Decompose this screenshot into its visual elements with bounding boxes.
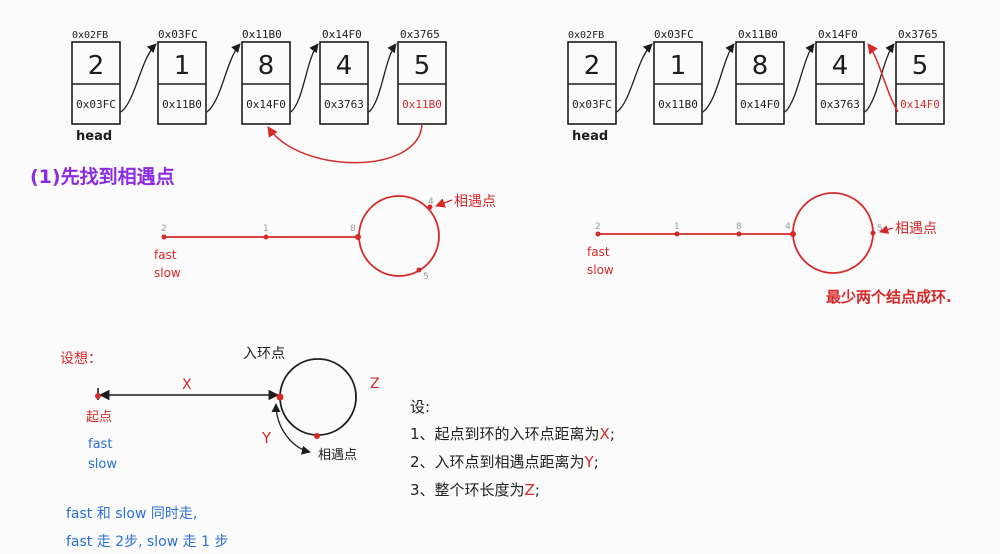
tl-node-value: 4 xyxy=(336,51,353,81)
tl-link-arrow xyxy=(290,43,319,113)
tl-node-next: 0x11B0 xyxy=(402,98,442,111)
tl-meet-label: 相遇点 xyxy=(454,194,496,210)
tr-head-label: head xyxy=(572,129,608,144)
tl-node-1: 0x03FC 1 0x11B0 xyxy=(157,28,207,125)
tl-link-arrow xyxy=(120,43,157,113)
tr-node-value: 1 xyxy=(670,51,687,81)
tr-node-next: 0x11B0 xyxy=(658,98,698,111)
tr-note: 最少两个结点成环. xyxy=(826,288,952,306)
tl-node-3: 0x14F0 4 0x3763 xyxy=(319,28,369,125)
tl-node-next: 0x3763 xyxy=(324,98,364,111)
def-item-3: 3、整个环长度为Z; xyxy=(410,481,540,499)
tl-node-addr: 0x02FB xyxy=(72,30,108,41)
tl-mark-join: 8 xyxy=(350,224,356,234)
tl-path-diagram: 2 1 8 4 5 相遇点 fast slow xyxy=(154,194,496,282)
tr-node-next: 0x3763 xyxy=(820,98,860,111)
bl-note-1: fast 和 slow 同时走, xyxy=(66,506,197,522)
tr-node-next: 0x14F0 xyxy=(740,98,780,111)
tr-mark-meet: 5 xyxy=(877,224,883,234)
tr-node-value: 2 xyxy=(584,51,601,81)
def-item-2: 2、入环点到相遇点距离为Y; xyxy=(410,453,599,471)
tr-fast-label: fast xyxy=(587,245,610,259)
tr-node-next: 0x03FC xyxy=(572,98,612,111)
tr-node-4: 0x3765 5 0x14F0 xyxy=(895,28,945,125)
tr-node-value: 5 xyxy=(912,51,929,81)
tl-mark-bottom: 5 xyxy=(423,272,429,282)
def-title: 设: xyxy=(410,398,430,416)
bl-meet-label: 相遇点 xyxy=(318,448,357,463)
tr-node-addr: 0x03FC xyxy=(654,28,694,41)
tl-cycle-arrow xyxy=(267,123,423,164)
top-right-list: 0x02FB 2 0x03FC 0x03FC 1 0x11B0 0x11B0 8… xyxy=(567,28,945,144)
tr-mark-1: 1 xyxy=(674,222,680,232)
bl-note-2: fast 走 2步, slow 走 1 步 xyxy=(66,534,228,550)
definitions: 设: 1、起点到环的入环点距离为X; 2、入环点到相遇点距离为Y; 3、整个环长… xyxy=(410,398,615,499)
tl-head-label: head xyxy=(76,129,112,144)
tr-node-addr: 0x14F0 xyxy=(818,28,858,41)
tl-node-addr: 0x11B0 xyxy=(242,28,282,41)
top-left-list: 0x02FB 2 0x03FC 0x03FC 1 0x11B0 0x11B0 8… xyxy=(71,28,447,164)
tr-node-next: 0x14F0 xyxy=(900,98,940,111)
tr-mark-start: 2 xyxy=(595,222,601,232)
tl-node-addr: 0x3765 xyxy=(400,28,440,41)
tr-link-arrow xyxy=(784,43,815,113)
tl-node-addr: 0x14F0 xyxy=(322,28,362,41)
tr-link-arrow xyxy=(702,43,735,113)
bl-entry-label: 入环点 xyxy=(243,346,285,362)
tl-node-addr: 0x03FC xyxy=(158,28,198,41)
tr-node-addr: 0x3765 xyxy=(898,28,938,41)
bl-slow-label: slow xyxy=(88,457,117,472)
tl-node-next: 0x11B0 xyxy=(162,98,202,111)
tr-link-arrow xyxy=(864,43,895,113)
tl-mark-start: 2 xyxy=(161,224,167,234)
tl-node-value: 5 xyxy=(414,51,431,81)
tr-node-value: 8 xyxy=(752,51,769,81)
tr-node-3: 0x14F0 4 0x3763 xyxy=(815,28,865,125)
bl-y-label: Y xyxy=(261,429,272,447)
bl-x-label: X xyxy=(182,377,192,393)
tr-mark-2: 8 xyxy=(736,222,742,232)
bl-z-label: Z xyxy=(370,376,380,392)
bl-start-label: 起点 xyxy=(86,410,112,425)
tl-node-4: 0x3765 5 0x11B0 xyxy=(397,28,447,125)
tr-node-value: 4 xyxy=(832,51,849,81)
tr-node-2: 0x11B0 8 0x14F0 xyxy=(735,28,785,125)
bl-fast-label: fast xyxy=(88,437,112,452)
def-item-1: 1、起点到环的入环点距离为X; xyxy=(410,425,615,443)
tl-node-value: 1 xyxy=(174,51,191,81)
tl-mark-top: 4 xyxy=(428,197,434,207)
tl-mark-mid: 1 xyxy=(263,224,269,234)
tr-node-addr: 0x02FB xyxy=(568,30,604,41)
tl-link-arrow xyxy=(368,43,397,113)
tl-node-2: 0x11B0 8 0x14F0 xyxy=(241,28,291,125)
tr-node-addr: 0x11B0 xyxy=(738,28,778,41)
tl-fast-label: fast xyxy=(154,248,177,262)
tl-node-next: 0x03FC xyxy=(76,98,116,111)
tl-node-next: 0x14F0 xyxy=(246,98,286,111)
tr-meet-label: 相遇点 xyxy=(895,221,937,237)
tl-link-arrow xyxy=(206,43,241,113)
tr-path-diagram: 2 1 8 4 5 相遇点 fast slow 最少两个结点成环. xyxy=(587,192,952,306)
tr-mark-join: 4 xyxy=(785,222,791,232)
bl-suppose: 设想： xyxy=(60,351,102,367)
tr-node-1: 0x03FC 1 0x11B0 xyxy=(653,28,703,125)
tl-node-value: 8 xyxy=(258,51,275,81)
tr-cycle-arrow xyxy=(867,43,899,113)
tr-slow-label: slow xyxy=(587,263,614,277)
tl-slow-label: slow xyxy=(154,266,181,280)
tr-link-arrow xyxy=(616,43,653,113)
tl-node-value: 2 xyxy=(88,51,105,81)
tl-node-0: 0x02FB 2 0x03FC xyxy=(71,30,121,125)
tr-node-0: 0x02FB 2 0x03FC xyxy=(567,30,617,125)
bottom-left-diagram: 设想： 入环点 Z X 起点 fast slow Y 相遇点 fast 和 sl… xyxy=(60,346,380,550)
step-title: (1)先找到相遇点 xyxy=(30,165,175,188)
